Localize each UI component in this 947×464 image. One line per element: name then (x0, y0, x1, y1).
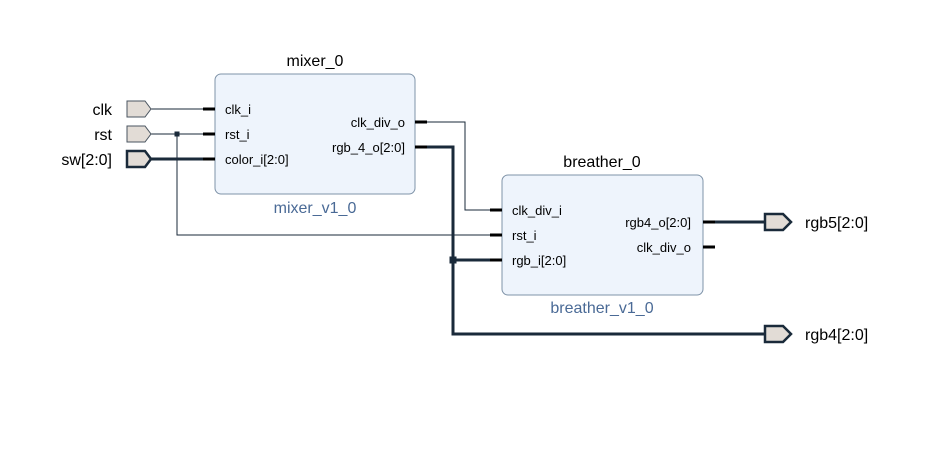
net-rst-branch[interactable] (176, 134, 490, 236)
input-port-bus-arrow-icon (125, 149, 153, 169)
pin-label-clk-div-o[interactable]: clk_div_o (351, 115, 405, 130)
breather-ip-name: breather_v1_0 (550, 300, 653, 317)
breather-block[interactable]: breather_0 clk_div_i rst_i rgb_i[2:0] rg… (490, 154, 715, 317)
mixer-block[interactable]: mixer_0 clk_i rst_i color_i[2:0] clk_div… (203, 53, 427, 217)
port-label-rgb5: rgb5[2:0] (805, 215, 868, 232)
input-port-arrow-icon (126, 100, 152, 118)
mixer-instance-name: mixer_0 (287, 53, 344, 70)
pin-label-color-i[interactable]: color_i[2:0] (225, 152, 289, 167)
net-junction-rst (174, 131, 180, 137)
mixer-ip-name: mixer_v1_0 (274, 200, 357, 217)
output-port-bus-arrow-icon (763, 212, 793, 232)
net-clk-div[interactable] (426, 121, 490, 211)
pin-label-rgb4-o[interactable]: rgb4_o[2:0] (625, 215, 691, 230)
port-label-rgb4: rgb4[2:0] (805, 327, 868, 344)
input-port-sw[interactable]: sw[2:0] (61, 149, 153, 169)
net-rgb-4[interactable] (426, 145, 765, 336)
port-label-clk: clk (92, 102, 113, 119)
pin-label-clk-i[interactable]: clk_i (225, 102, 251, 117)
nets (151, 108, 765, 336)
pin-label-rgb-i[interactable]: rgb_i[2:0] (512, 253, 566, 268)
breather-instance-name: breather_0 (563, 154, 640, 171)
port-label-rst: rst (94, 127, 112, 144)
pin-label-clk-div-o[interactable]: clk_div_o (637, 240, 691, 255)
pin-label-rst-i[interactable]: rst_i (512, 228, 537, 243)
pin-label-rgb-4-o[interactable]: rgb_4_o[2:0] (332, 140, 405, 155)
net-junction-rgb (449, 256, 457, 264)
output-port-bus-arrow-icon (763, 324, 793, 344)
output-port-rgb5[interactable]: rgb5[2:0] (763, 212, 868, 232)
port-label-sw: sw[2:0] (61, 152, 112, 169)
pin-label-rst-i[interactable]: rst_i (225, 127, 250, 142)
input-port-arrow-icon (126, 125, 152, 143)
pin-label-clk-div-i[interactable]: clk_div_i (512, 203, 562, 218)
output-port-rgb4[interactable]: rgb4[2:0] (763, 324, 868, 344)
input-port-clk[interactable]: clk (92, 100, 152, 119)
input-port-rst[interactable]: rst (94, 125, 152, 144)
